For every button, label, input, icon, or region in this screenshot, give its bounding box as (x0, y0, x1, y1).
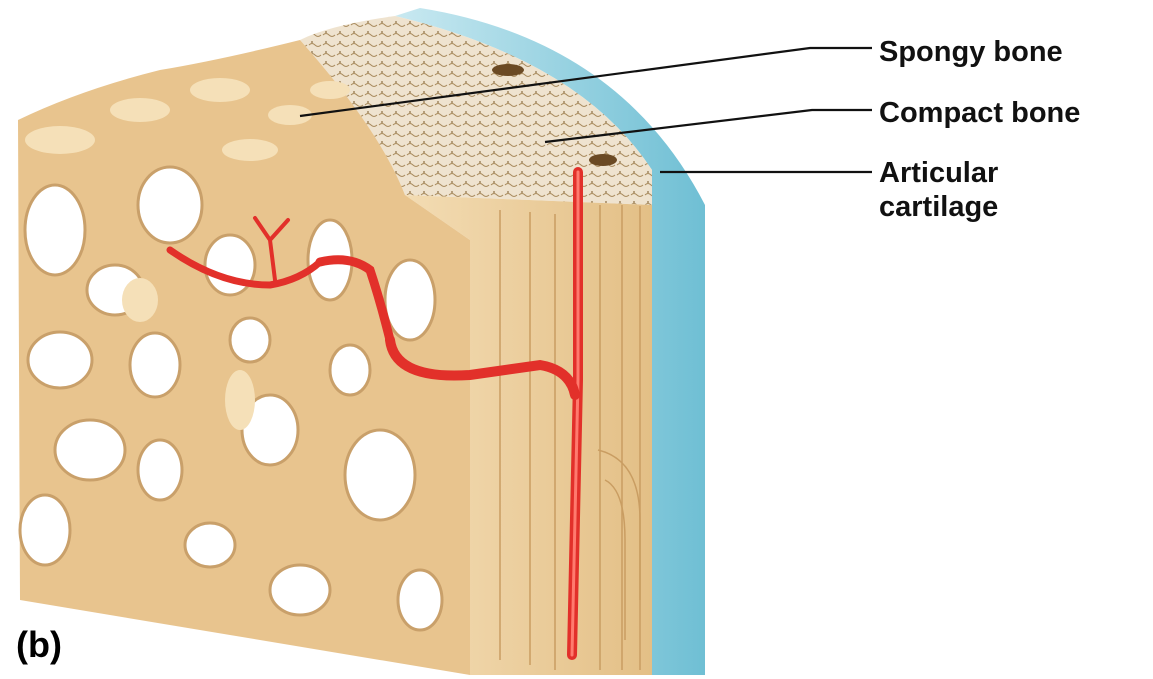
label-articular-cartilage: Articular cartilage (879, 156, 998, 224)
label-articular-cartilage-line1: Articular (879, 157, 998, 189)
label-compact-bone: Compact bone (879, 96, 1080, 130)
label-spongy-bone: Spongy bone (879, 35, 1063, 69)
label-articular-cartilage-line2: cartilage (879, 191, 998, 223)
osteon-canal-top (589, 154, 617, 166)
panel-label: (b) (16, 625, 62, 665)
osteon-canal-top-2 (492, 64, 524, 76)
